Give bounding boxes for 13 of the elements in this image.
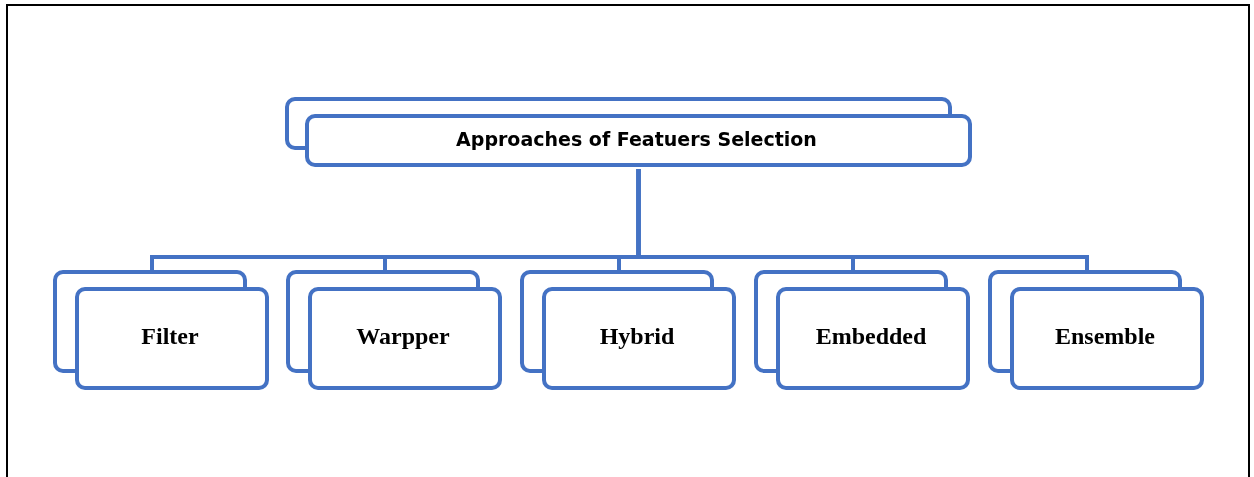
stacked-box (286, 270, 504, 392)
box-label: Embedded (814, 322, 928, 351)
box-label: Filter (140, 322, 200, 351)
box-label: Ensemble (1054, 322, 1156, 351)
box-label: Warpper (355, 322, 451, 351)
connector-line (636, 169, 1089, 270)
stacked-box (754, 270, 972, 392)
stacked-box (988, 270, 1206, 392)
stacked-box (53, 270, 271, 392)
stacked-box (285, 97, 975, 169)
stacked-box (520, 270, 738, 392)
box-label: Approaches of Featuers Selection (455, 126, 818, 152)
box-label: Hybrid (598, 322, 676, 351)
